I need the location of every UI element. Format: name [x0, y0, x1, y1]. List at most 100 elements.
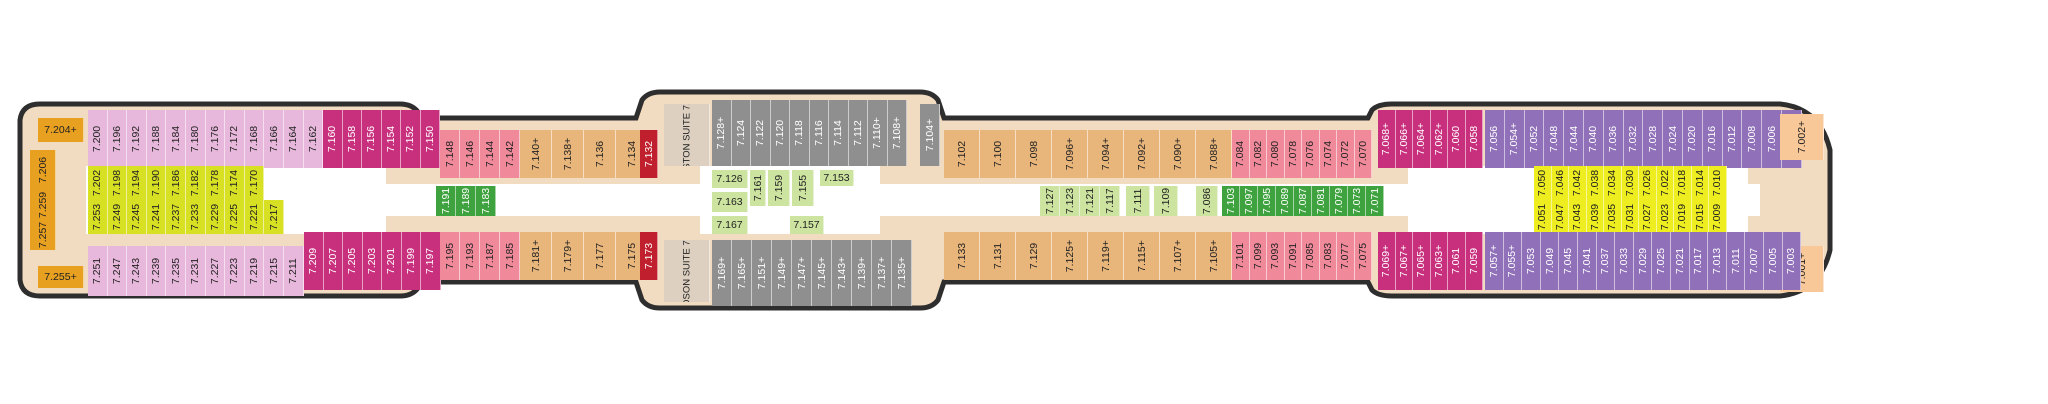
cabin-7-056[interactable]: 7.056 [1485, 110, 1505, 168]
cabin-7-090[interactable]: 7.090+ [1160, 130, 1196, 178]
cabin-7-008[interactable]: 7.008 [1742, 110, 1763, 168]
cabin-7-185[interactable]: 7.185 [500, 232, 520, 280]
cabin-7-039[interactable]: 7.039 [1586, 200, 1604, 234]
cabin-7-241[interactable]: 7.241 [146, 200, 167, 234]
cabin-7-247[interactable]: 7.247 [107, 246, 128, 296]
cabin-7-115[interactable]: 7.115+ [1124, 232, 1160, 280]
cabin-7-059[interactable]: 7.059 [1465, 232, 1483, 290]
cabin-7-205[interactable]: 7.205 [343, 232, 363, 290]
cabin-7-198[interactable]: 7.198 [107, 166, 128, 200]
cabin-7-015[interactable]: 7.015 [1691, 200, 1709, 234]
cabin-7-138[interactable]: 7.138+ [552, 130, 584, 178]
cabin-7-133[interactable]: 7.133 [944, 232, 980, 280]
cabin-7-125[interactable]: 7.125+ [1052, 232, 1088, 280]
cabin-7-204[interactable]: 7.204+ [38, 118, 84, 142]
cabin-7-005[interactable]: 7.005 [1764, 232, 1783, 290]
cabin-7-173[interactable]: 7.173 [640, 232, 658, 280]
cabin-7-178[interactable]: 7.178 [205, 166, 226, 200]
cabin-7-165[interactable]: 7.165+ [732, 240, 752, 306]
cabin-7-043[interactable]: 7.043 [1569, 200, 1587, 234]
cabin-7-116[interactable]: 7.116 [809, 100, 829, 166]
cabin-7-099[interactable]: 7.099 [1249, 232, 1267, 280]
cabin-7-055[interactable]: 7.055+ [1503, 232, 1523, 290]
cabin-7-174[interactable]: 7.174 [225, 166, 245, 200]
cabin-7-089[interactable]: 7.089 [1276, 186, 1294, 216]
cabin-7-031[interactable]: 7.031 [1621, 200, 1639, 234]
cabin-7-253[interactable]: 7.253 [88, 200, 108, 234]
cabin-7-068[interactable]: 7.068+ [1378, 110, 1396, 168]
cabin-7-206[interactable]: 7.206 [30, 150, 56, 190]
cabin-7-074[interactable]: 7.074 [1319, 130, 1337, 178]
cabin-7-155[interactable]: 7.155 [792, 170, 814, 206]
cabin-7-060[interactable]: 7.060 [1448, 110, 1466, 168]
cabin-7-087[interactable]: 7.087 [1294, 186, 1312, 216]
cabin-7-040[interactable]: 7.040 [1584, 110, 1604, 168]
cabin-7-150[interactable]: 7.150 [420, 110, 440, 168]
cabin-7-108[interactable]: 7.108+ [887, 100, 907, 166]
cabin-7-237[interactable]: 7.237 [166, 200, 186, 234]
cabin-7-203[interactable]: 7.203 [362, 232, 382, 290]
cabin-7-159[interactable]: 7.159 [768, 170, 790, 206]
cabin-7-102[interactable]: 7.102 [944, 130, 980, 178]
cabin-7-217[interactable]: 7.217 [264, 200, 284, 234]
cabin-7-105[interactable]: 7.105+ [1196, 232, 1232, 280]
cabin-7-047[interactable]: 7.047 [1551, 200, 1569, 234]
cabin-7-061[interactable]: 7.061 [1448, 232, 1466, 290]
cabin-7-121[interactable]: 7.121 [1080, 186, 1100, 216]
cabin-7-142[interactable]: 7.142 [500, 130, 520, 178]
cabin-7-162[interactable]: 7.162 [303, 110, 324, 168]
cabin-7-257[interactable]: 7.257 [30, 220, 56, 250]
cabin-7-184[interactable]: 7.184 [166, 110, 186, 168]
cabin-7-249[interactable]: 7.249 [107, 200, 128, 234]
cabin-7-057[interactable]: 7.057+ [1485, 232, 1504, 290]
cabin-7-011[interactable]: 7.011 [1726, 232, 1746, 290]
cabin-7-117[interactable]: 7.117 [1100, 186, 1120, 216]
cabin-7-046[interactable]: 7.046 [1551, 166, 1569, 200]
cabin-7-187[interactable]: 7.187 [480, 232, 500, 280]
cabin-7-219[interactable]: 7.219 [244, 246, 265, 296]
cabin-7-123[interactable]: 7.123 [1060, 186, 1080, 216]
cabin-7-179[interactable]: 7.179+ [552, 232, 584, 280]
cabin-7-259[interactable]: 7.259 [30, 190, 56, 220]
cabin-7-079[interactable]: 7.079 [1330, 186, 1348, 216]
cabin-7-181[interactable]: 7.181+ [520, 232, 552, 280]
cabin-7-035[interactable]: 7.035 [1604, 200, 1622, 234]
cabin-7-144[interactable]: 7.144 [480, 130, 500, 178]
cabin-7-157[interactable]: 7.157 [790, 216, 824, 234]
cabin-7-077[interactable]: 7.077 [1337, 232, 1355, 280]
cabin-7-094[interactable]: 7.094+ [1088, 130, 1124, 178]
cabin-7-161[interactable]: 7.161 [750, 170, 766, 206]
cabin-7-188[interactable]: 7.188 [146, 110, 167, 168]
cabin-7-030[interactable]: 7.030 [1621, 166, 1639, 200]
cabin-7-036[interactable]: 7.036 [1603, 110, 1624, 168]
cabin-7-038[interactable]: 7.038 [1586, 166, 1604, 200]
cabin-7-209[interactable]: 7.209 [304, 232, 324, 290]
cabin-7-147[interactable]: 7.147+ [792, 240, 812, 306]
cabin-7-053[interactable]: 7.053 [1522, 232, 1541, 290]
cabin-7-169[interactable]: 7.169+ [712, 240, 732, 306]
cabin-7-085[interactable]: 7.085 [1302, 232, 1320, 280]
cabin-7-186[interactable]: 7.186 [166, 166, 186, 200]
cabin-7-111[interactable]: 7.111 [1126, 186, 1150, 216]
cabin-7-064[interactable]: 7.064+ [1413, 110, 1431, 168]
cabin-7-058[interactable]: 7.058 [1465, 110, 1483, 168]
cabin-7-020[interactable]: 7.020 [1683, 110, 1703, 168]
cabin-7-170[interactable]: 7.170 [244, 166, 265, 200]
cabin-7-024[interactable]: 7.024 [1663, 110, 1683, 168]
cabin-7-072[interactable]: 7.072 [1337, 130, 1355, 178]
cabin-7-132[interactable]: 7.132 [640, 130, 658, 178]
cabin-7-120[interactable]: 7.120 [770, 100, 790, 166]
cabin-BOSTON-SUITE-7-130[interactable]: BOSTON SUITE 7.130 [664, 104, 710, 166]
cabin-7-129[interactable]: 7.129 [1016, 232, 1052, 280]
cabin-7-146[interactable]: 7.146 [460, 130, 480, 178]
cabin-7-091[interactable]: 7.091 [1284, 232, 1302, 280]
cabin-7-137[interactable]: 7.137+ [872, 240, 892, 306]
cabin-7-199[interactable]: 7.199 [401, 232, 421, 290]
cabin-7-135[interactable]: 7.135+ [892, 240, 912, 306]
cabin-7-119[interactable]: 7.119+ [1088, 232, 1124, 280]
cabin-7-101[interactable]: 7.101 [1232, 232, 1250, 280]
cabin-7-177[interactable]: 7.177 [584, 232, 616, 280]
cabin-7-201[interactable]: 7.201 [382, 232, 402, 290]
cabin-7-151[interactable]: 7.151+ [752, 240, 772, 306]
cabin-7-156[interactable]: 7.156 [362, 110, 382, 168]
